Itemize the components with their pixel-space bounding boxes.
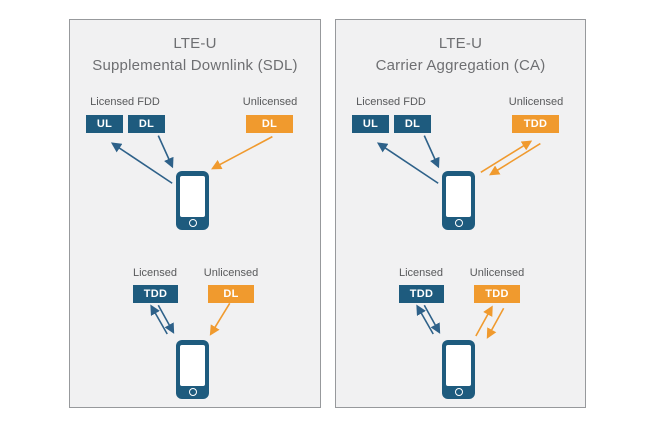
licensed-label: Licensed [398, 267, 444, 279]
channel-box-dl: DL [394, 115, 431, 133]
unlicensed-tdd-up-arrow-icon [480, 140, 533, 174]
unlicensed-label: Unlicensed [469, 267, 525, 279]
phone-home-button [188, 388, 197, 396]
tdd-down-arrow-icon [423, 304, 441, 334]
licensed-fdd-label: Licensed FDD [356, 96, 426, 108]
channel-box-dl: DL [128, 115, 165, 133]
channel-box-unlicensed-dl: DL [246, 115, 293, 133]
panel-title-line2: Carrier Aggregation (CA) [375, 57, 546, 74]
smartphone-icon [442, 340, 475, 399]
channel-box-unlicensed-tdd: TDD [512, 115, 559, 133]
downlink-arrow-icon [157, 135, 174, 169]
phone-screen [180, 345, 205, 386]
phone-screen [446, 345, 471, 386]
unlicensed-label: Unlicensed [242, 96, 298, 108]
downlink-arrow-icon [423, 135, 440, 169]
licensed-fdd-label: Licensed FDD [90, 96, 160, 108]
panel-title-line2: Supplemental Downlink (SDL) [92, 57, 298, 74]
unlicensed-tdd-down-arrow-icon [489, 142, 541, 176]
tdd-up-arrow-icon [416, 304, 434, 335]
channel-box-licensed-tdd: TDD [399, 285, 444, 303]
licensed-label: Licensed [132, 267, 178, 279]
unlicensed-label: Unlicensed [508, 96, 564, 108]
channel-box-licensed-tdd: TDD [133, 285, 178, 303]
phone-screen [446, 176, 471, 217]
panel-title-line1: LTE-U [438, 35, 483, 52]
phone-home-button [454, 388, 463, 396]
uplink-arrow-icon [110, 142, 173, 184]
channel-box-ul: UL [352, 115, 389, 133]
unlicensed-label: Unlicensed [203, 267, 259, 279]
smartphone-icon [176, 171, 209, 230]
phone-screen [180, 176, 205, 217]
unlicensed-tdd-down-arrow-icon [486, 307, 505, 339]
channel-box-unlicensed-dl: DL [208, 285, 254, 303]
channel-box-ul: UL [86, 115, 123, 133]
tdd-up-arrow-icon [150, 304, 168, 335]
channel-box-unlicensed-tdd: TDD [474, 285, 520, 303]
phone-home-button [188, 219, 197, 227]
panel-sdl: LTE-U Supplemental Downlink (SDL) Licens… [69, 19, 321, 408]
tdd-down-arrow-icon [157, 304, 175, 334]
unlicensed-tdd-up-arrow-icon [475, 305, 493, 337]
panel-title-line1: LTE-U [173, 35, 217, 52]
smartphone-icon [442, 171, 475, 230]
unlicensed-downlink-arrow-icon [211, 135, 273, 170]
uplink-arrow-icon [376, 142, 439, 184]
panel-ca: LTE-U Carrier Aggregation (CA) Licensed … [335, 19, 586, 408]
smartphone-icon [176, 340, 209, 399]
phone-home-button [454, 219, 463, 227]
unlicensed-downlink-arrow-icon [209, 302, 231, 336]
